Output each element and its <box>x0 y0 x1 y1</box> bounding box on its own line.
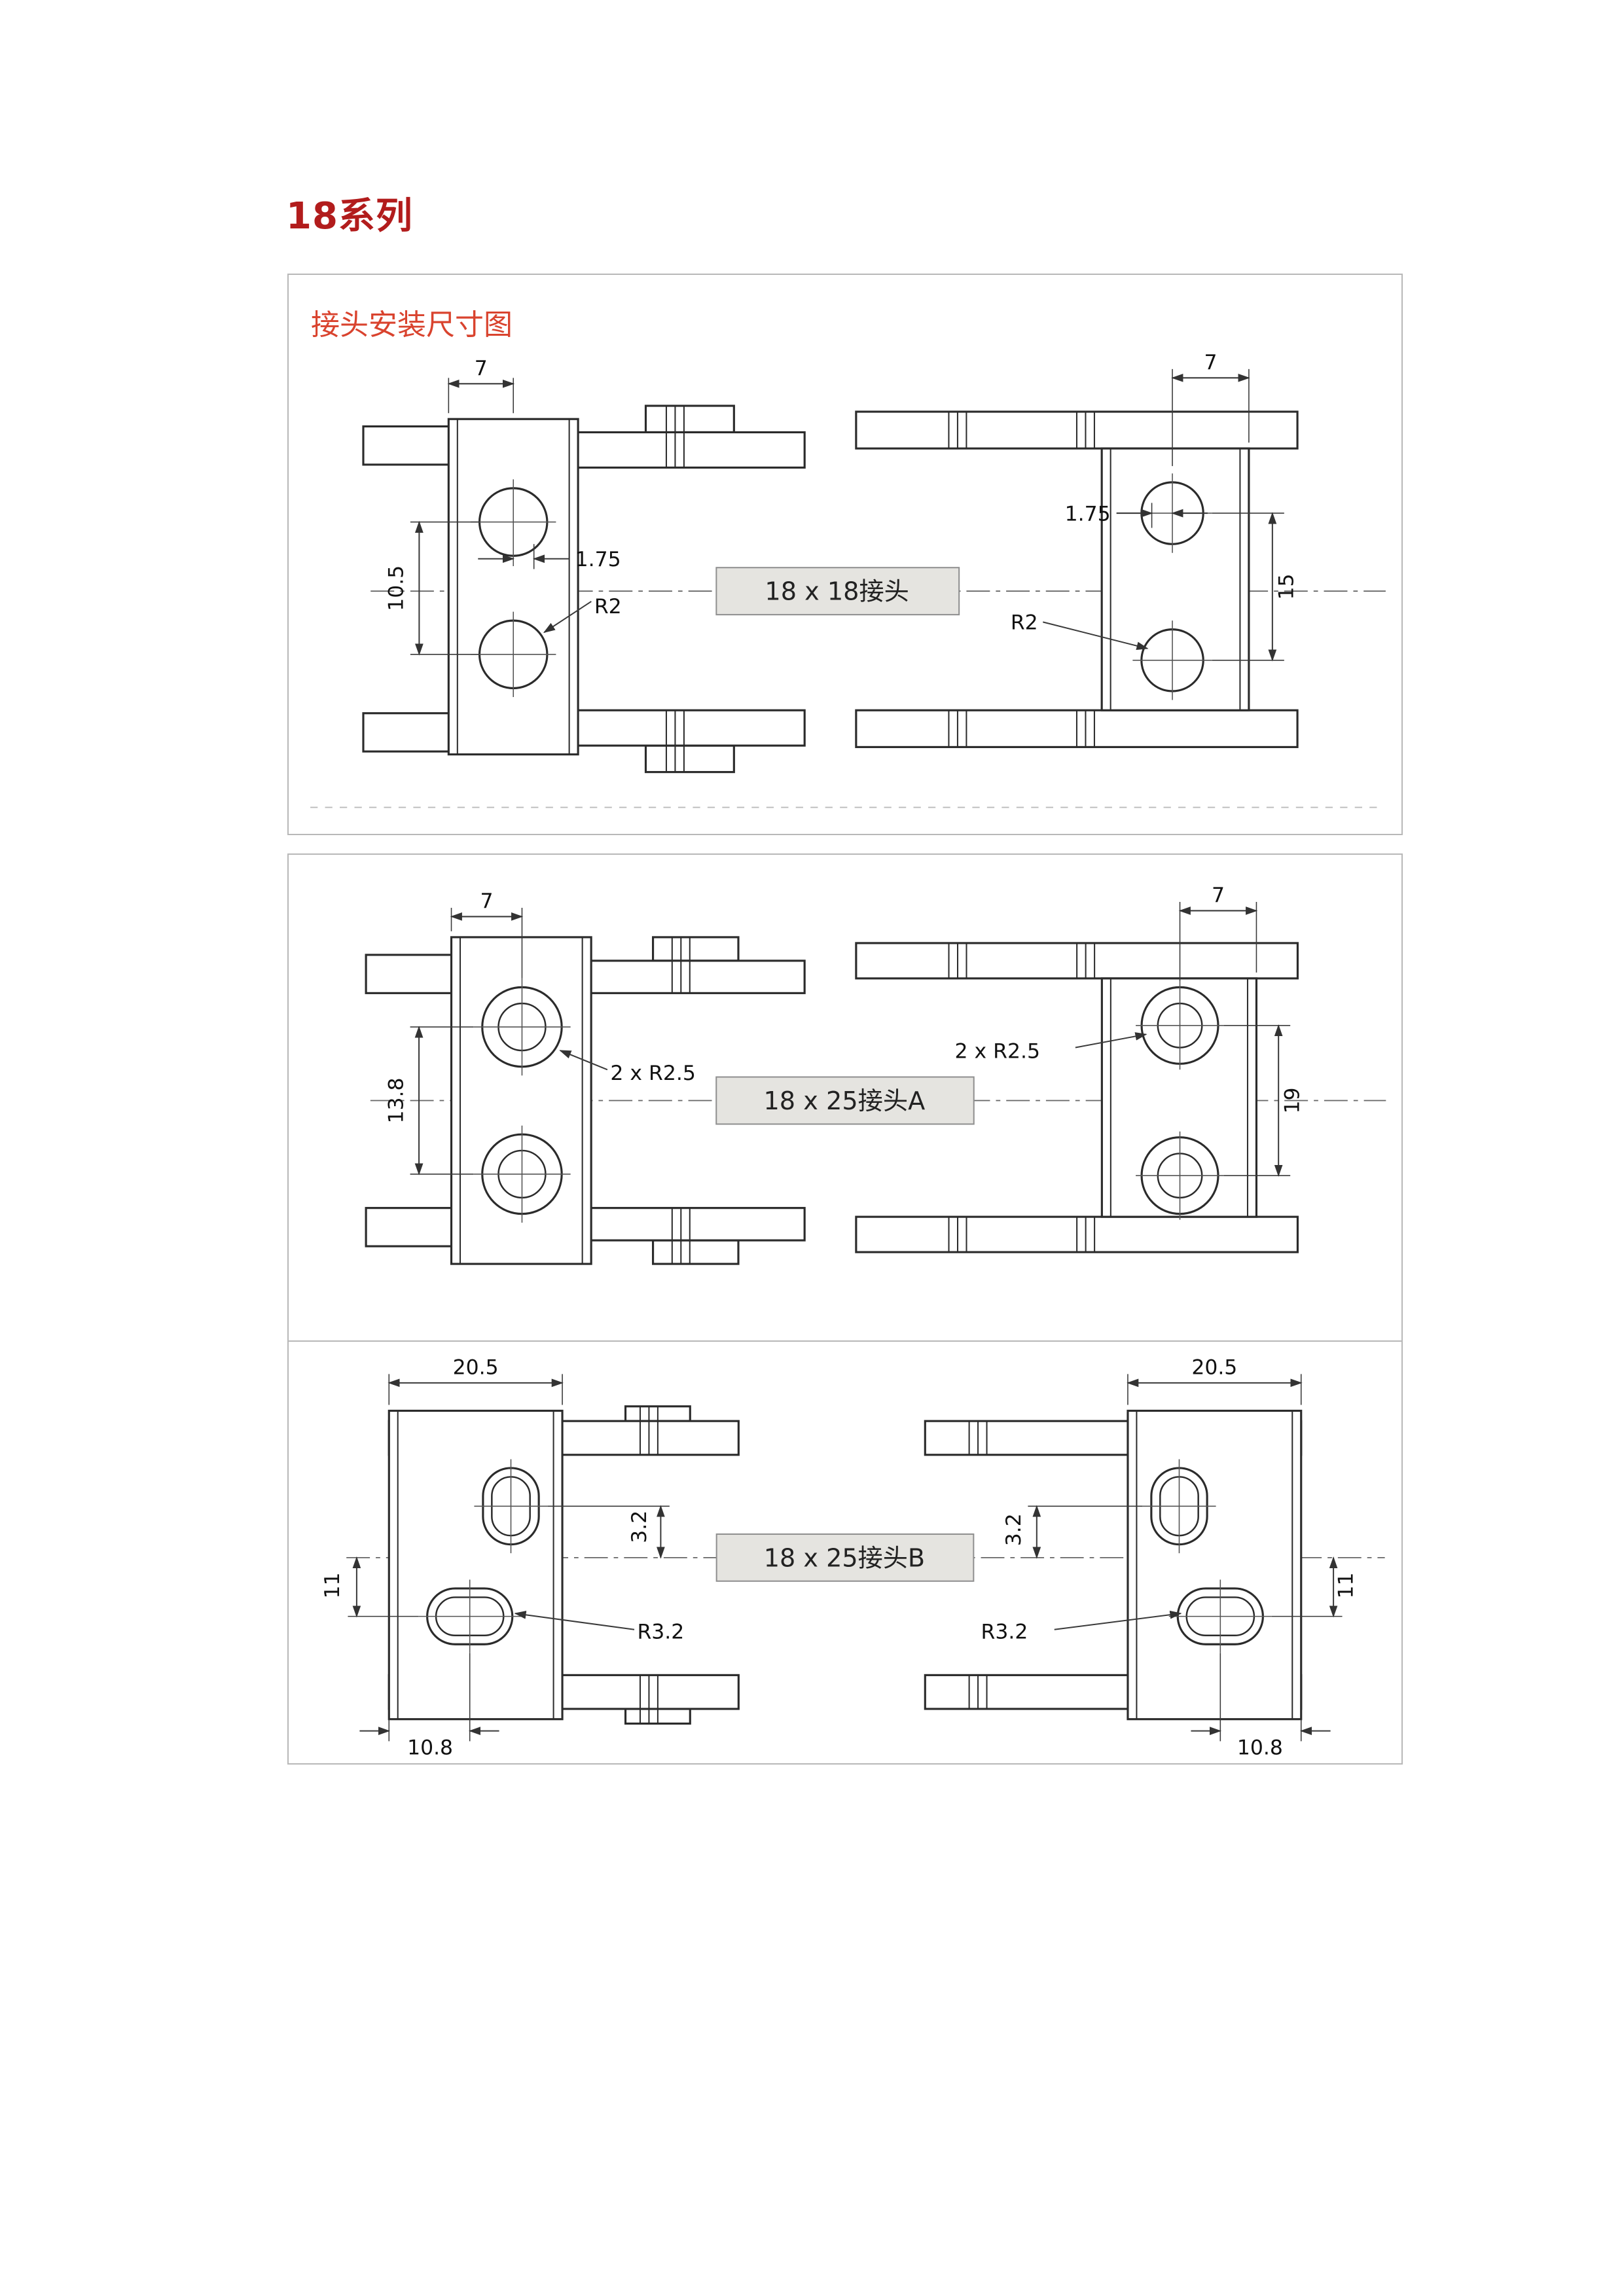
dim-radius-right: R2 <box>1011 611 1038 635</box>
connector-label-text: 18 x 25接头B <box>764 1543 925 1572</box>
drawing-18x25B: 20.5 3.2 11 R3.2 10.8 <box>321 1355 1385 1760</box>
left-view-18x25B <box>388 1405 740 1725</box>
dim-top-right: 20.5 <box>1191 1355 1237 1379</box>
dim-slot-left: 3.2 <box>628 1511 651 1543</box>
left-view-18x25A-dimensions: 7 13.8 2 x R2.5 <box>384 889 696 1175</box>
diagram-header: 接头安装尺寸图 <box>311 308 513 342</box>
dim-radius-left: R3.2 <box>637 1620 684 1643</box>
section-18x25A-panel: 7 13.8 2 x R2.5 <box>287 853 1403 1342</box>
dim-slot-right: 3.2 <box>1002 1513 1026 1546</box>
left-view-18x18 <box>362 404 806 774</box>
connector-label-18x25B: 18 x 25接头B <box>715 1533 975 1582</box>
dim-vertical-left: 10.5 <box>385 565 408 611</box>
dim-top-left: 7 <box>475 357 488 380</box>
dim-offset-left: 1.75 <box>575 548 621 571</box>
dim-vertical-right: 19 <box>1281 1087 1305 1113</box>
dim-top-left: 7 <box>480 889 493 913</box>
dim-radius-left: 2 x R2.5 <box>610 1062 696 1085</box>
dim-vertical-left: 13.8 <box>384 1077 408 1123</box>
page-title: 18系列 <box>286 195 413 238</box>
dim-vertical-left: 11 <box>321 1573 344 1599</box>
left-view-18x25B-dimensions: 20.5 3.2 11 R3.2 10.8 <box>321 1355 684 1759</box>
right-view-18x18-dimensions: 7 1.75 15 R2 <box>1011 351 1298 662</box>
dim-vertical-right: 11 <box>1334 1573 1358 1599</box>
dim-bottom-left: 10.8 <box>407 1736 453 1760</box>
drawing-18x25A: 7 13.8 2 x R2.5 <box>365 884 1386 1265</box>
dim-radius-right: 2 x R2.5 <box>955 1039 1041 1063</box>
dim-radius-left: R2 <box>594 595 622 619</box>
section-18x25B-panel: 20.5 3.2 11 R3.2 10.8 <box>287 1340 1403 1765</box>
left-view-18x25A <box>365 936 806 1265</box>
dim-vertical-right: 15 <box>1274 573 1298 600</box>
drawing-18x18: 7 10.5 1.75 R2 <box>310 351 1386 808</box>
right-view-18x25A <box>855 942 1299 1253</box>
section-18x18-panel: 接头安装尺寸图 <box>287 274 1403 835</box>
right-view-18x18 <box>855 410 1299 748</box>
left-view-18x18-dimensions: 7 10.5 1.75 R2 <box>385 357 622 656</box>
dim-top-right: 7 <box>1204 351 1217 374</box>
dim-bottom-right: 10.8 <box>1237 1736 1283 1760</box>
dim-top-right: 7 <box>1212 884 1225 907</box>
right-view-18x25A-dimensions: 7 2 x R2.5 19 <box>955 884 1305 1177</box>
dim-top-left: 20.5 <box>453 1355 499 1379</box>
dim-offset-right: 1.75 <box>1065 502 1111 526</box>
right-view-18x25B-dimensions: 20.5 3.2 11 R3.2 10.8 <box>981 1355 1358 1759</box>
connector-label-text: 18 x 25接头A <box>763 1087 925 1116</box>
right-view-18x25B <box>924 1409 1303 1721</box>
connector-label-18x25A: 18 x 25接头A <box>715 1076 975 1125</box>
connector-label-text: 18 x 18接头 <box>765 578 909 607</box>
connector-label-18x18: 18 x 18接头 <box>715 567 960 616</box>
dim-radius-right: R3.2 <box>981 1620 1028 1643</box>
